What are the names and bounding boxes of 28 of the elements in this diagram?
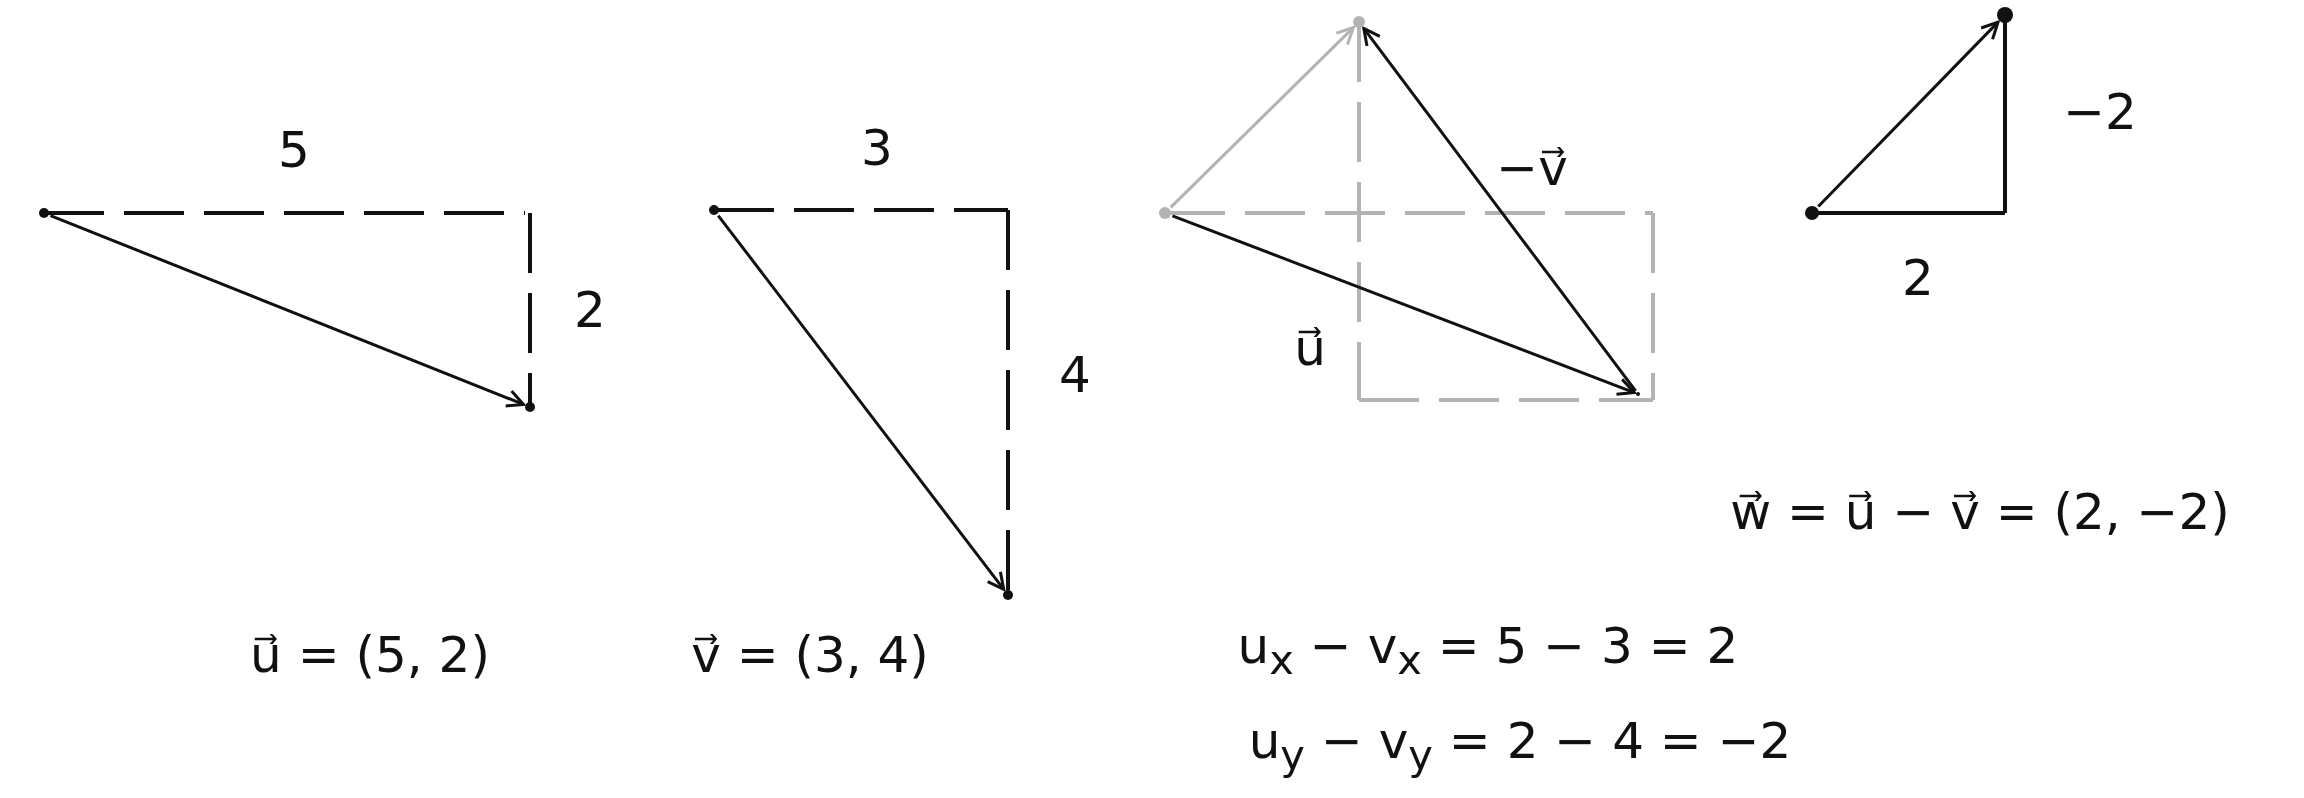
equation: v⃗ = (3, 4) xyxy=(691,625,929,685)
equation: u⃗ = (5, 2) xyxy=(250,625,490,685)
vector-arrow xyxy=(1817,20,2000,208)
dimension-label: −2 xyxy=(2063,82,2137,142)
point-dot xyxy=(1159,207,1171,219)
dimension-label: 4 xyxy=(1059,345,1091,405)
vector-arrow xyxy=(1171,214,1636,396)
vector-arrow xyxy=(1169,26,1355,209)
vector-arrow xyxy=(717,214,1006,591)
point-dot xyxy=(1997,7,2013,23)
point-dot xyxy=(1636,392,1640,396)
point-dot xyxy=(525,402,535,412)
vector-arrow xyxy=(49,214,525,408)
equation: u$_{x}$ − v$_{x}$ = 5 − 3 = 2 xyxy=(1237,615,1739,685)
dimension-label: 2 xyxy=(574,280,606,340)
dimension-label: 3 xyxy=(861,118,893,178)
dimension-label: 5 xyxy=(278,120,310,180)
point-dot xyxy=(1805,206,1819,220)
dimension-label: 2 xyxy=(1902,248,1934,308)
point-dot xyxy=(1353,16,1365,28)
vector-label: −v⃗ xyxy=(1496,138,1568,198)
point-dot xyxy=(709,205,719,215)
vector-label: u⃗ xyxy=(1294,318,1326,378)
equation: w⃗ = u⃗ − v⃗ = (2, −2) xyxy=(1730,482,2230,542)
point-dot xyxy=(39,208,49,218)
vector-arrow xyxy=(1362,26,1637,392)
equation: u$_{y}$ − v$_{y}$ = 2 − 4 = −2 xyxy=(1248,710,1792,780)
point-dot xyxy=(1003,590,1013,600)
